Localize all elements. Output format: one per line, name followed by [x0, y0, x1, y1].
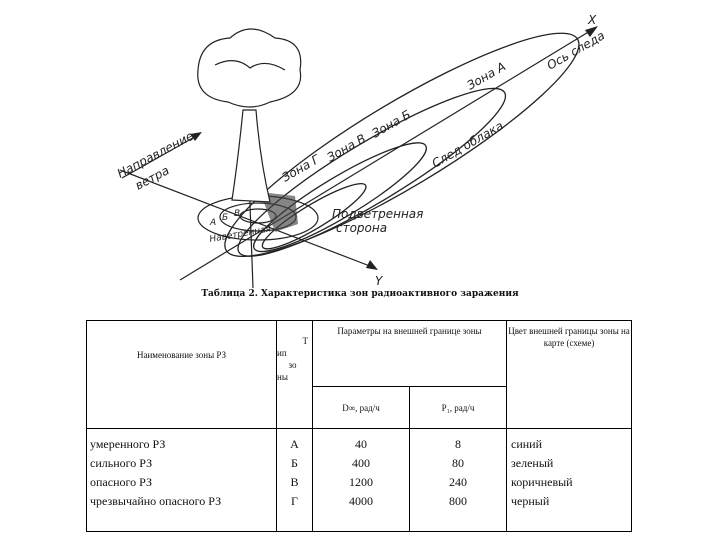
dose-value: 4000	[349, 494, 373, 508]
zone-v-boundary	[253, 142, 428, 253]
wind-direction-arrow	[121, 134, 199, 179]
x-axis-arrow	[585, 26, 598, 37]
x-axis-line	[179, 27, 596, 281]
header-type-part: зо	[288, 360, 297, 370]
table-caption: Таблица 2. Характеристика зон радиоактив…	[201, 289, 519, 299]
map-color: коричневый	[511, 475, 573, 489]
cloud-stem	[231, 109, 271, 203]
zone-types-cell: А Б В Г	[276, 428, 313, 532]
map-color: синий	[511, 437, 543, 451]
zone-name: умеренного РЗ	[90, 437, 166, 451]
zone-a-boundary	[224, 32, 580, 258]
zone-type: Б	[291, 456, 298, 470]
inner-v-label: В	[234, 209, 240, 219]
zone-b-boundary	[237, 87, 507, 257]
header-rate: P₁, рад/ч	[408, 386, 508, 429]
zone-v-label: Зона В	[325, 131, 369, 164]
rate-value: 80	[452, 456, 464, 470]
inner-a-label: А	[209, 218, 216, 228]
leeward-label-line2: сторона	[336, 221, 387, 235]
header-params: Параметры на внешней границе зоны	[311, 320, 508, 387]
y-axis-line	[119, 169, 376, 269]
cloud-detail	[214, 60, 286, 71]
map-color: черный	[511, 494, 550, 508]
header-map-color: Цвет внешней границы зоны на карте (схем…	[506, 320, 633, 429]
zone-type: Г	[291, 494, 298, 508]
zone-g-label: Зона Г	[280, 151, 323, 184]
rate-value: 8	[455, 437, 461, 451]
zone-name: чрезвычайно опасного РЗ	[90, 494, 222, 508]
dose-value: 1200	[349, 475, 373, 489]
inner-b-label: Б	[222, 213, 228, 223]
dose-values-cell: 40 400 1200 4000	[312, 428, 410, 532]
dose-value: 400	[352, 456, 370, 470]
header-zone-type: Т ип зо ны	[276, 320, 313, 429]
zones-table: Наименование зоны РЗ Т ип зо ны Параметр…	[86, 320, 633, 532]
zone-name: опасного РЗ	[90, 475, 152, 489]
zones	[224, 32, 580, 258]
axes	[119, 27, 596, 289]
header-type-part: Т	[302, 336, 309, 346]
cloud-trace-label: След облака	[430, 119, 506, 171]
mushroom-cloud	[197, 28, 302, 203]
zone-name: сильного РЗ	[90, 456, 153, 470]
header-type-part: ны	[277, 372, 288, 382]
map-color: зеленый	[511, 456, 554, 470]
zone-b-label: Зона Б	[370, 107, 414, 140]
header-type-part: ип	[277, 348, 287, 358]
zone-a-label: Зона А	[465, 59, 509, 92]
y-axis-label: Y	[375, 274, 384, 288]
trace-axis-label: Ось следа	[545, 28, 608, 72]
x-axis-label: X	[587, 13, 597, 27]
zone-type: В	[290, 475, 299, 489]
y-axis-arrow	[366, 260, 378, 270]
dose-value: 40	[355, 437, 367, 451]
rate-value: 240	[449, 475, 467, 489]
header-dose: D∞, рад/ч	[312, 386, 410, 429]
header-zone-name: Наименование зоны РЗ	[86, 320, 277, 429]
map-colors-cell: синий зеленый коричневый черный	[506, 428, 633, 532]
leeward-label-line1: Подветренная	[332, 207, 423, 221]
radioactive-trace-diagram: X Y Ось следа Зона А Зона Б Зона В Зона …	[115, 13, 608, 289]
rate-value: 800	[449, 494, 467, 508]
wind-arrow-head	[190, 132, 202, 141]
rate-values-cell: 8 80 240 800	[408, 428, 508, 532]
zone-names-cell: умеренного РЗ сильного РЗ опасного РЗ чр…	[86, 428, 277, 532]
zone-type: А	[290, 437, 299, 451]
